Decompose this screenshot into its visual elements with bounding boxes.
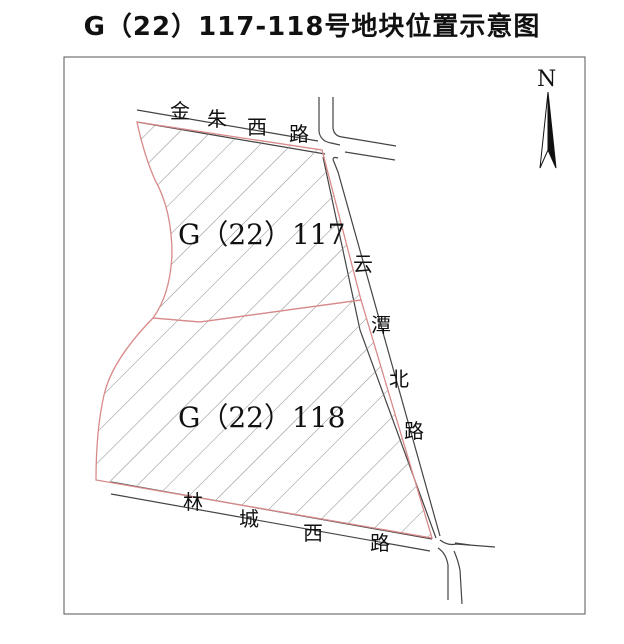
map-border [63, 56, 586, 615]
road-jinzhu-west-char-2: 朱 [207, 107, 227, 131]
north-label: N [537, 67, 556, 92]
parcel-117-area [136, 121, 362, 323]
parcel-118-area [95, 299, 433, 539]
north-arrow-icon: N [537, 67, 557, 169]
road-yuntan-north-char-3: 北 [389, 367, 409, 391]
road-jinzhu-west-char-3: 西 [247, 115, 267, 139]
map-title: G（22）117-118号地块位置示意图 [83, 12, 541, 42]
parcel-118-label: G（22）118 [178, 401, 345, 434]
road-lincheng-west-char-1: 林 [183, 490, 203, 514]
road-jinzhu-west-char-1: 金 [170, 99, 190, 123]
road-lincheng-west-char-4: 路 [370, 531, 390, 555]
road-jinzhu-west-char-4: 路 [289, 122, 309, 146]
road-lincheng-west-char-2: 城 [239, 507, 259, 531]
road-lincheng-west-char-3: 西 [303, 521, 323, 545]
road-yuntan-north-char-1: 云 [353, 252, 373, 276]
road-yuntan-north-char-4: 路 [404, 419, 424, 443]
road-yuntan-north-char-2: 潭 [371, 313, 391, 337]
parcel-117-label: G（22）117 [178, 218, 345, 251]
